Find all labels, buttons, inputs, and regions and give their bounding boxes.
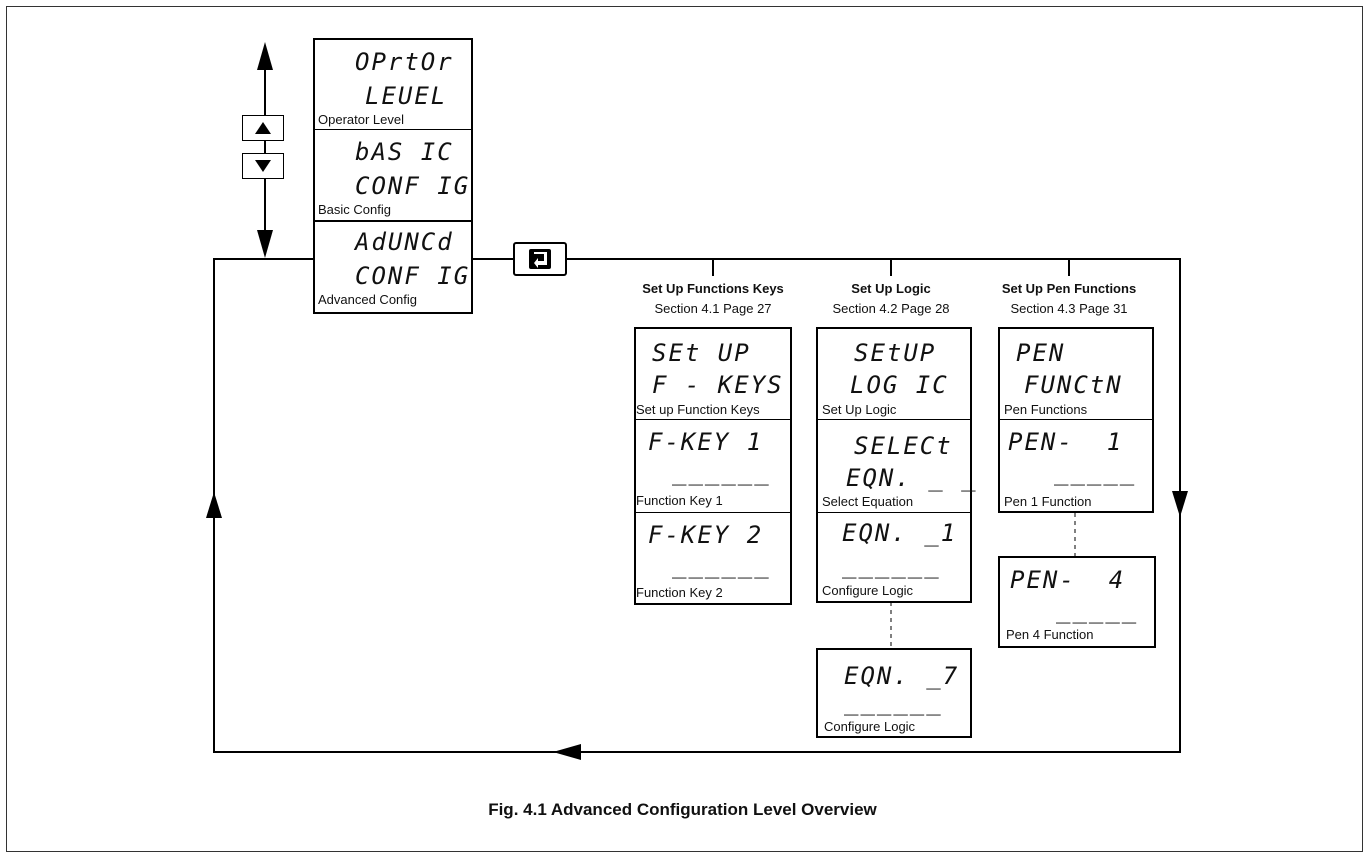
frame-pen4[interactable]: PEN- 4 _____ Pen 4 Function: [998, 556, 1156, 648]
frame-fkey2[interactable]: F-KEY 2 ______ Function Key 2: [634, 513, 792, 605]
lcd-line2: FUNCtN: [1024, 371, 1123, 399]
frame-caption: Pen 4 Function: [1006, 627, 1094, 642]
frame-setup-fkeys[interactable]: SEt UP F - KEYS Set up Function Keys: [634, 327, 792, 420]
lcd-line1: bAS IC: [355, 138, 454, 166]
enter-icon: [529, 249, 551, 269]
enter-key[interactable]: [513, 242, 567, 276]
lcd-line1: SEtUP: [854, 339, 937, 367]
lcd-line1: F-KEY 1: [648, 428, 764, 456]
lcd-line1: PEN: [1016, 339, 1066, 367]
column-subtitle-pen: Section 4.3 Page 31: [1010, 301, 1128, 316]
lcd-line2: LOG IC: [850, 371, 949, 399]
lcd-line1: PEN- 4: [1010, 566, 1126, 594]
level-caption: Advanced Config: [318, 292, 418, 307]
frame-eqn1[interactable]: EQN. _1 ______ Configure Logic: [816, 513, 972, 603]
lcd-line1: SELECt: [854, 432, 953, 460]
frame-setup-logic[interactable]: SEtUP LOG IC Set Up Logic: [816, 327, 972, 420]
level-box-operator[interactable]: OPrtOr LEUEL Operator Level: [313, 38, 473, 130]
level-caption: Basic Config: [318, 202, 391, 217]
lcd-line2: CONF IG: [355, 172, 471, 200]
lcd-line2: CONF IG: [355, 262, 471, 290]
level-caption: Operator Level: [318, 112, 404, 127]
frame-caption: Set up Function Keys: [636, 402, 760, 417]
up-triangle-icon: [255, 122, 271, 134]
frame-caption: Pen Functions: [1004, 402, 1088, 417]
lcd-line1: AdUNCd: [355, 228, 454, 256]
frame-caption: Function Key 2: [636, 585, 723, 600]
column-title-logic: Set Up Logic: [851, 281, 931, 296]
scroll-arrow-down-head: [257, 230, 273, 258]
lcd-line1: OPrtOr: [355, 48, 454, 76]
lcd-line1: F-KEY 2: [648, 521, 764, 549]
pen-stack: [998, 327, 1154, 513]
level-box-advanced[interactable]: AdUNCd CONF IG Advanced Config: [313, 220, 473, 314]
up-key[interactable]: [242, 115, 284, 141]
lcd-line2: ______: [842, 551, 941, 579]
frame-pen-functions[interactable]: PEN FUNCtN Pen Functions: [998, 327, 1154, 420]
functions-stack: [634, 327, 792, 605]
column-subtitle-functions: Section 4.1 Page 27: [654, 301, 772, 316]
lcd-line1: PEN- 1: [1008, 428, 1124, 456]
lcd-line2: ______: [672, 551, 771, 579]
level-box-basic[interactable]: bAS IC CONF IG Basic Config: [313, 129, 473, 221]
figure-caption: Fig. 4.1 Advanced Configuration Level Ov…: [488, 800, 877, 819]
frame-caption: Select Equation: [822, 494, 914, 509]
frame-select-eqn[interactable]: SELECt EQN. _ _ Select Equation: [816, 420, 976, 513]
lcd-line1: EQN. _7: [844, 662, 960, 690]
down-key[interactable]: [242, 153, 284, 179]
frame-caption: Pen 1 Function: [1004, 494, 1092, 509]
loop-arrow-left: [553, 744, 581, 760]
lcd-line2: _____: [1056, 596, 1139, 624]
logic-stack: [816, 327, 972, 603]
frame-fkey1[interactable]: F-KEY 1 ______ Function Key 1: [634, 420, 792, 513]
lcd-line2: F - KEYS: [652, 371, 784, 399]
frame-caption: Configure Logic: [822, 583, 914, 598]
down-triangle-icon: [255, 160, 271, 172]
loop-arrow-up: [206, 492, 222, 518]
lcd-line2: ______: [844, 688, 943, 716]
scroll-arrow-up-head: [257, 42, 273, 70]
frame-caption: Configure Logic: [824, 719, 916, 734]
lcd-line2: LEUEL: [365, 82, 448, 110]
lcd-line2: _____: [1054, 458, 1137, 486]
frame-caption: Function Key 1: [636, 493, 723, 508]
frame-eqn7[interactable]: EQN. _7 ______ Configure Logic: [816, 648, 972, 738]
loop-line: [213, 258, 1181, 753]
frame-caption: Set Up Logic: [822, 402, 897, 417]
lcd-line1: SEt UP: [652, 339, 751, 367]
frame-pen1[interactable]: PEN- 1 _____ Pen 1 Function: [998, 420, 1154, 513]
lcd-line2: ______: [672, 458, 771, 486]
lcd-line2: EQN. _ _: [846, 464, 978, 492]
column-title-functions: Set Up Functions Keys: [642, 281, 784, 296]
lcd-line1: EQN. _1: [842, 519, 958, 547]
loop-arrow-down: [1172, 491, 1188, 517]
column-subtitle-logic: Section 4.2 Page 28: [832, 301, 950, 316]
column-title-pen: Set Up Pen Functions: [1001, 281, 1137, 296]
